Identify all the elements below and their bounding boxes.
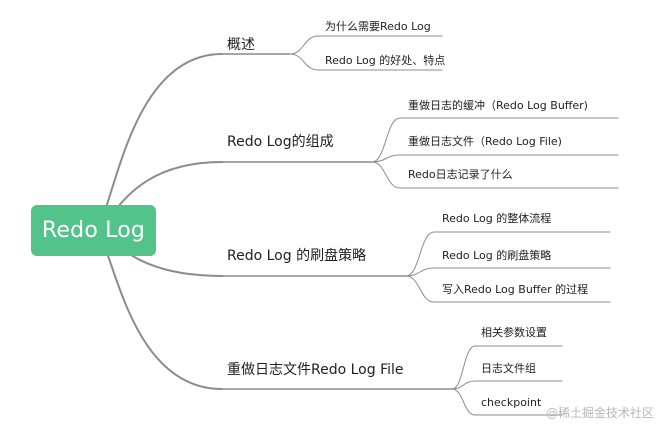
leaf-why-redo-log[interactable]: 为什么需要Redo Log	[325, 20, 431, 33]
branch-overview[interactable]: 概述	[227, 37, 255, 53]
branch-to-leaf-curve-1-1	[371, 154, 401, 163]
branch-flush-strategy[interactable]: Redo Log 的刷盘策略	[227, 248, 367, 264]
branch-to-leaf-curve-1-0	[371, 117, 401, 163]
leaf-what-redo-records[interactable]: Redo日志记录了什么	[408, 168, 513, 181]
leaf-overall-flow[interactable]: Redo Log 的整体流程	[442, 212, 552, 225]
leaf-redo-log-buffer[interactable]: 重做日志的缓冲（Redo Log Buffer)	[408, 99, 588, 112]
leaf-flush-strategy[interactable]: Redo Log 的刷盘策略	[442, 249, 552, 262]
leaf-checkpoint[interactable]: checkpoint	[481, 396, 542, 409]
leaf-write-buffer-process[interactable]: 写入Redo Log Buffer 的过程	[442, 283, 589, 296]
branch-to-leaf-curve-0-0	[289, 35, 319, 55]
branch-to-leaf-curve-2-0	[405, 231, 435, 277]
branch-to-leaf-curve-3-2	[451, 388, 476, 416]
root-node[interactable]: Redo Log	[31, 205, 156, 256]
branch-to-leaf-curve-2-1	[405, 267, 435, 277]
branch-composition[interactable]: Redo Log的组成	[227, 134, 334, 150]
branch-to-leaf-curve-1-2	[371, 161, 401, 189]
branch-to-leaf-curve-3-0	[451, 345, 476, 390]
watermark: @稀土掘金技术社区	[545, 406, 654, 420]
leaf-redo-log-file[interactable]: 重做日志文件（Redo Log File)	[408, 135, 562, 148]
branch-to-leaf-curve-3-1	[451, 380, 476, 390]
branch-redo-log-file[interactable]: 重做日志文件Redo Log File	[227, 362, 404, 378]
root-to-branch-curve-0	[92, 53, 223, 231]
leaf-related-parameters[interactable]: 相关参数设置	[481, 326, 547, 339]
leaf-benefits-features[interactable]: Redo Log 的好处、特点	[325, 54, 446, 67]
leaf-log-file-group[interactable]: 日志文件组	[481, 362, 536, 375]
branch-to-leaf-curve-2-2	[405, 275, 435, 303]
branch-to-leaf-curve-0-1	[289, 53, 319, 71]
